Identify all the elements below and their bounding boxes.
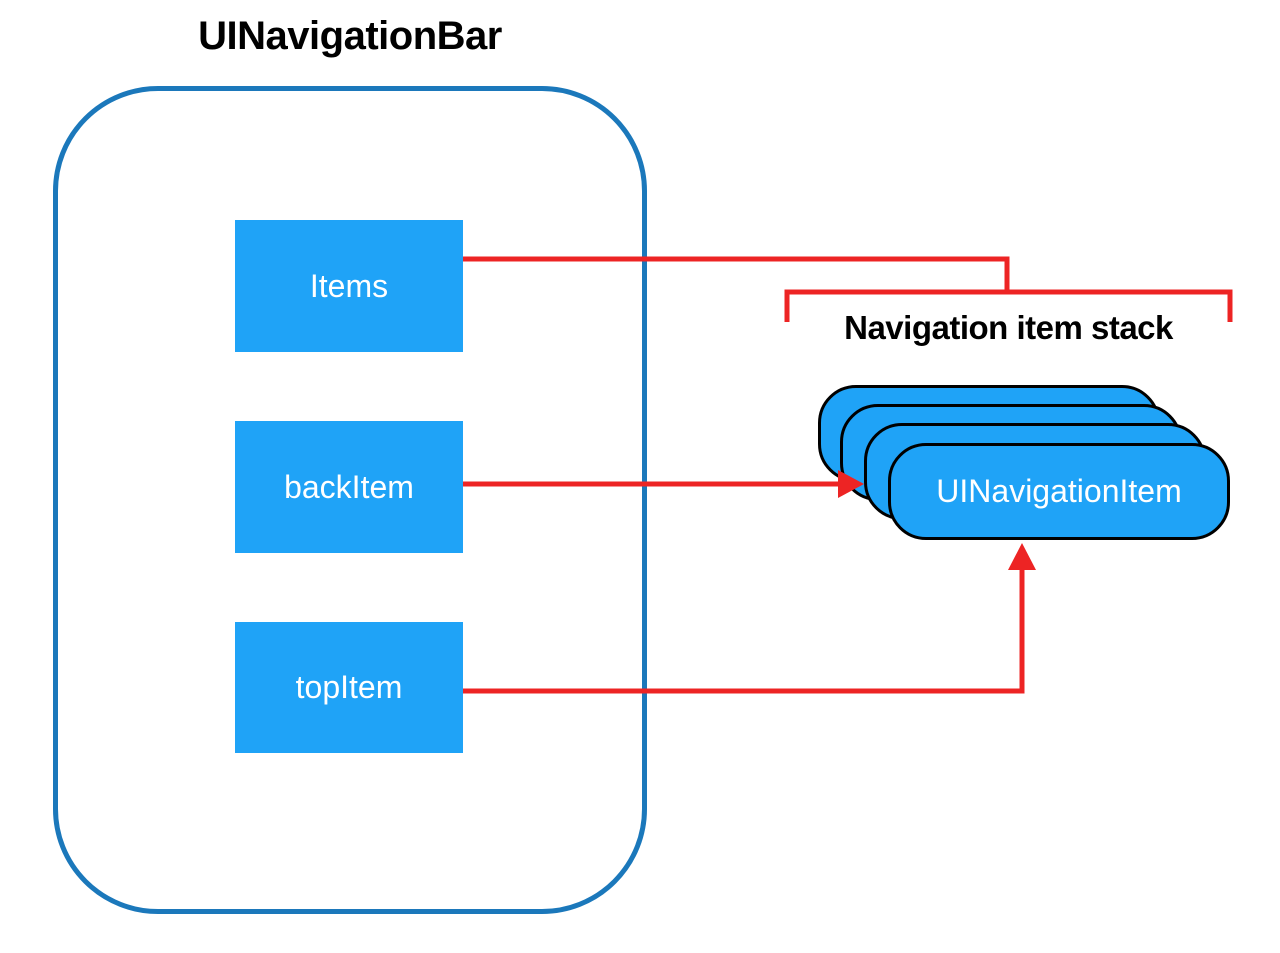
top-item-arrowhead-icon bbox=[1008, 543, 1036, 570]
navbar-outline-shape bbox=[53, 86, 647, 914]
back-item-box: backItem bbox=[235, 421, 463, 553]
back-item-box-label: backItem bbox=[284, 468, 414, 505]
top-item-box: topItem bbox=[235, 622, 463, 753]
navigation-item-card-label: UINavigationItem bbox=[936, 473, 1182, 509]
navigation-item-stack-label: Navigation item stack bbox=[844, 309, 1173, 346]
navigation-item-card-front: UINavigationItem bbox=[888, 443, 1230, 540]
navbar-title: UINavigationBar bbox=[198, 14, 502, 58]
top-item-box-label: topItem bbox=[295, 669, 403, 705]
items-box-label: Items bbox=[309, 267, 389, 304]
items-box: Items bbox=[235, 220, 463, 352]
